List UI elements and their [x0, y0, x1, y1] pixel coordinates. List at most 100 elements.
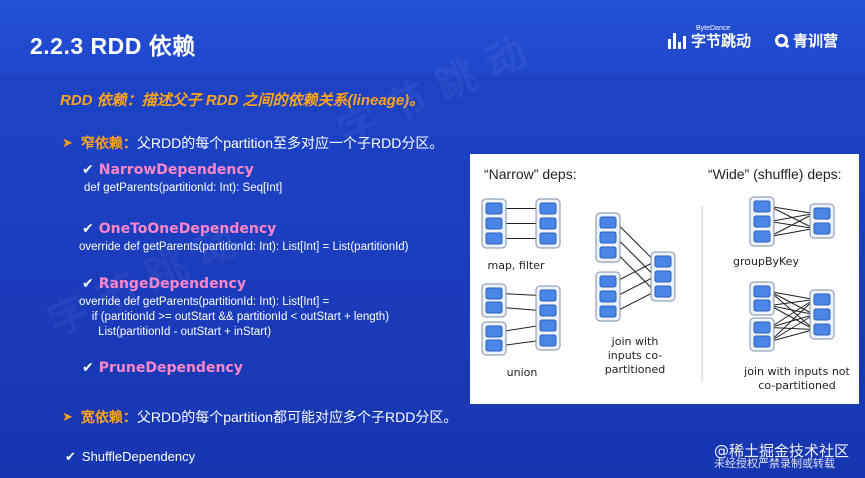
dep-prunedependency: ✔PruneDependency — [82, 360, 243, 376]
dependency-edge — [769, 213, 815, 222]
arrow-right-icon: ➤ — [62, 135, 73, 151]
join-copart-left-partition — [599, 216, 617, 229]
groupbykey-parent-partition — [753, 215, 771, 228]
dependency-edge — [615, 261, 656, 282]
narrow-dependency-section: ➤ 窄依赖： 父RDD的每个partition至多对应一个子RDD分区。 — [62, 133, 443, 153]
groupbykey-child-partition — [813, 207, 831, 220]
brand-qingxun: 青训营 — [793, 32, 839, 50]
headline: RDD 依赖：描述父子 RDD 之间的依赖关系(lineage)。 — [60, 92, 425, 109]
dependency-edge — [615, 276, 656, 297]
join-noncopart-child-partition — [813, 308, 831, 321]
narrow-key: 窄依赖： — [80, 136, 137, 152]
dep-rangedependency: ✔RangeDependency — [82, 276, 246, 292]
label-groupbykey: groupByKey — [733, 255, 799, 268]
qingxun-logo: 青训营 — [775, 30, 838, 51]
wide-deps-title: “Wide” (shuffle) deps: — [708, 166, 842, 182]
label-join-noncopart-2: co-partitioned — [758, 379, 835, 392]
arrow-right-icon: ➤ — [62, 409, 73, 425]
dependency-edge — [615, 222, 656, 262]
union-child-partition — [539, 304, 557, 317]
dependency-edge — [501, 307, 541, 311]
join-copart-child-partition — [654, 255, 672, 268]
watermark-juejin: @稀土掘金技术社区 — [713, 442, 849, 460]
watermark-copyright: 未经授权严禁录制或转载 — [714, 457, 835, 470]
union-child-rdd — [535, 285, 561, 351]
check-icon: ✔ — [82, 162, 94, 178]
join-copart-child-partition — [654, 270, 672, 283]
dependency-edge — [769, 228, 815, 237]
dependency-edge — [769, 299, 815, 342]
map-parent-partition — [485, 202, 503, 215]
join-noncopart-child-partition — [813, 293, 831, 306]
label-map-filter: map, filter — [487, 259, 544, 272]
dependency-edge — [769, 291, 815, 300]
join-copart-left-partition — [599, 246, 617, 259]
narrow-desc: 父RDD的每个partition至多对应一个子RDD分区。 — [136, 135, 444, 151]
dependency-edge — [615, 291, 656, 312]
label-join-copart-3: partitioned — [605, 363, 665, 376]
check-icon: ✔ — [82, 360, 94, 376]
dependency-edge — [501, 340, 541, 346]
brand-bytedance-small: ByteDance — [696, 25, 731, 32]
dependency-edge — [769, 299, 815, 306]
label-join-copart-2: inputs co- — [608, 349, 663, 362]
check-icon: ✔ — [82, 276, 94, 292]
union-parent-b-partition — [485, 325, 503, 338]
groupbykey-parent-partition — [753, 230, 771, 243]
brand-bytedance: 字节跳动 — [691, 32, 752, 50]
union-child-partition — [539, 289, 557, 302]
union-child-partition — [539, 319, 557, 332]
dependency-edge — [769, 329, 815, 342]
dependency-diagram: “Narrow” deps: “Wide” (shuffle) deps: ma… — [470, 154, 859, 404]
union-child-partition — [539, 334, 557, 347]
dependency-diagram-svg: “Narrow” deps: “Wide” (shuffle) deps: ma… — [481, 166, 851, 392]
qingxun-ring-icon — [775, 34, 788, 47]
groupbykey-parent-partition — [753, 200, 771, 213]
narrow-deps-title: “Narrow” deps: — [484, 166, 577, 182]
wide-desc: 父RDD的每个partition都可能对应多个子RDD分区。 — [136, 409, 458, 425]
union-parent-a-partition — [485, 301, 503, 314]
dependency-edge — [501, 293, 541, 296]
map-child-partition — [539, 202, 557, 215]
dependency-edge — [769, 314, 815, 342]
join-noncopart-left-partition — [753, 299, 771, 312]
bytedance-bars-icon — [668, 32, 686, 49]
slide-header — [0, 0, 865, 75]
dependency-edge — [769, 206, 815, 214]
map-parent-partition — [485, 232, 503, 245]
dependency-edge — [769, 299, 815, 328]
union-parent-b-partition — [485, 339, 503, 352]
wide-dependency-section: ➤ 宽依赖： 父RDD的每个partition都可能对应多个子RDD分区。 — [62, 407, 457, 427]
join-noncopart-left-partition — [753, 285, 771, 298]
join-noncopart-child-partition — [813, 323, 831, 336]
shuffle-dependency: ✔ShuffleDependency — [65, 449, 196, 464]
wide-key: 宽依赖： — [80, 410, 137, 426]
dep-onetoonedependency: ✔OneToOneDependency — [82, 221, 277, 237]
bytedance-logo: ByteDance 字节跳动 — [668, 25, 752, 51]
join-copart-left-partition — [599, 231, 617, 244]
check-icon: ✔ — [82, 221, 94, 237]
join-copart-right-partition — [599, 290, 617, 303]
diagram-edges — [501, 206, 815, 346]
diagram-partitions — [481, 196, 835, 356]
dependency-edge — [769, 213, 815, 237]
label-join-copart-1: join with — [611, 335, 659, 348]
dependency-edge — [769, 305, 815, 315]
join-noncopart-right-partition — [753, 321, 771, 334]
dependency-edge — [615, 237, 656, 277]
check-icon: ✔ — [65, 449, 76, 464]
groupbykey-child-partition — [813, 222, 831, 235]
map-child-partition — [539, 217, 557, 230]
label-join-noncopart-1: join with inputs not — [743, 365, 850, 378]
dep-narrowdependency: ✔NarrowDependency — [82, 162, 254, 178]
code-rangedependency: override def getParents(partitionId: Int… — [79, 296, 390, 338]
slide-title: 2.2.3 RDD 依赖 — [30, 33, 196, 59]
join-noncopart-right-partition — [753, 335, 771, 348]
code-narrowdependency: def getParents(partitionId: Int): Seq[In… — [84, 182, 283, 194]
map-parent-partition — [485, 217, 503, 230]
join-copart-right-partition — [599, 275, 617, 288]
join-copart-right-partition — [599, 305, 617, 318]
join-copart-child-partition — [654, 285, 672, 298]
dependency-edge — [501, 325, 541, 332]
dependency-edge — [769, 305, 815, 330]
